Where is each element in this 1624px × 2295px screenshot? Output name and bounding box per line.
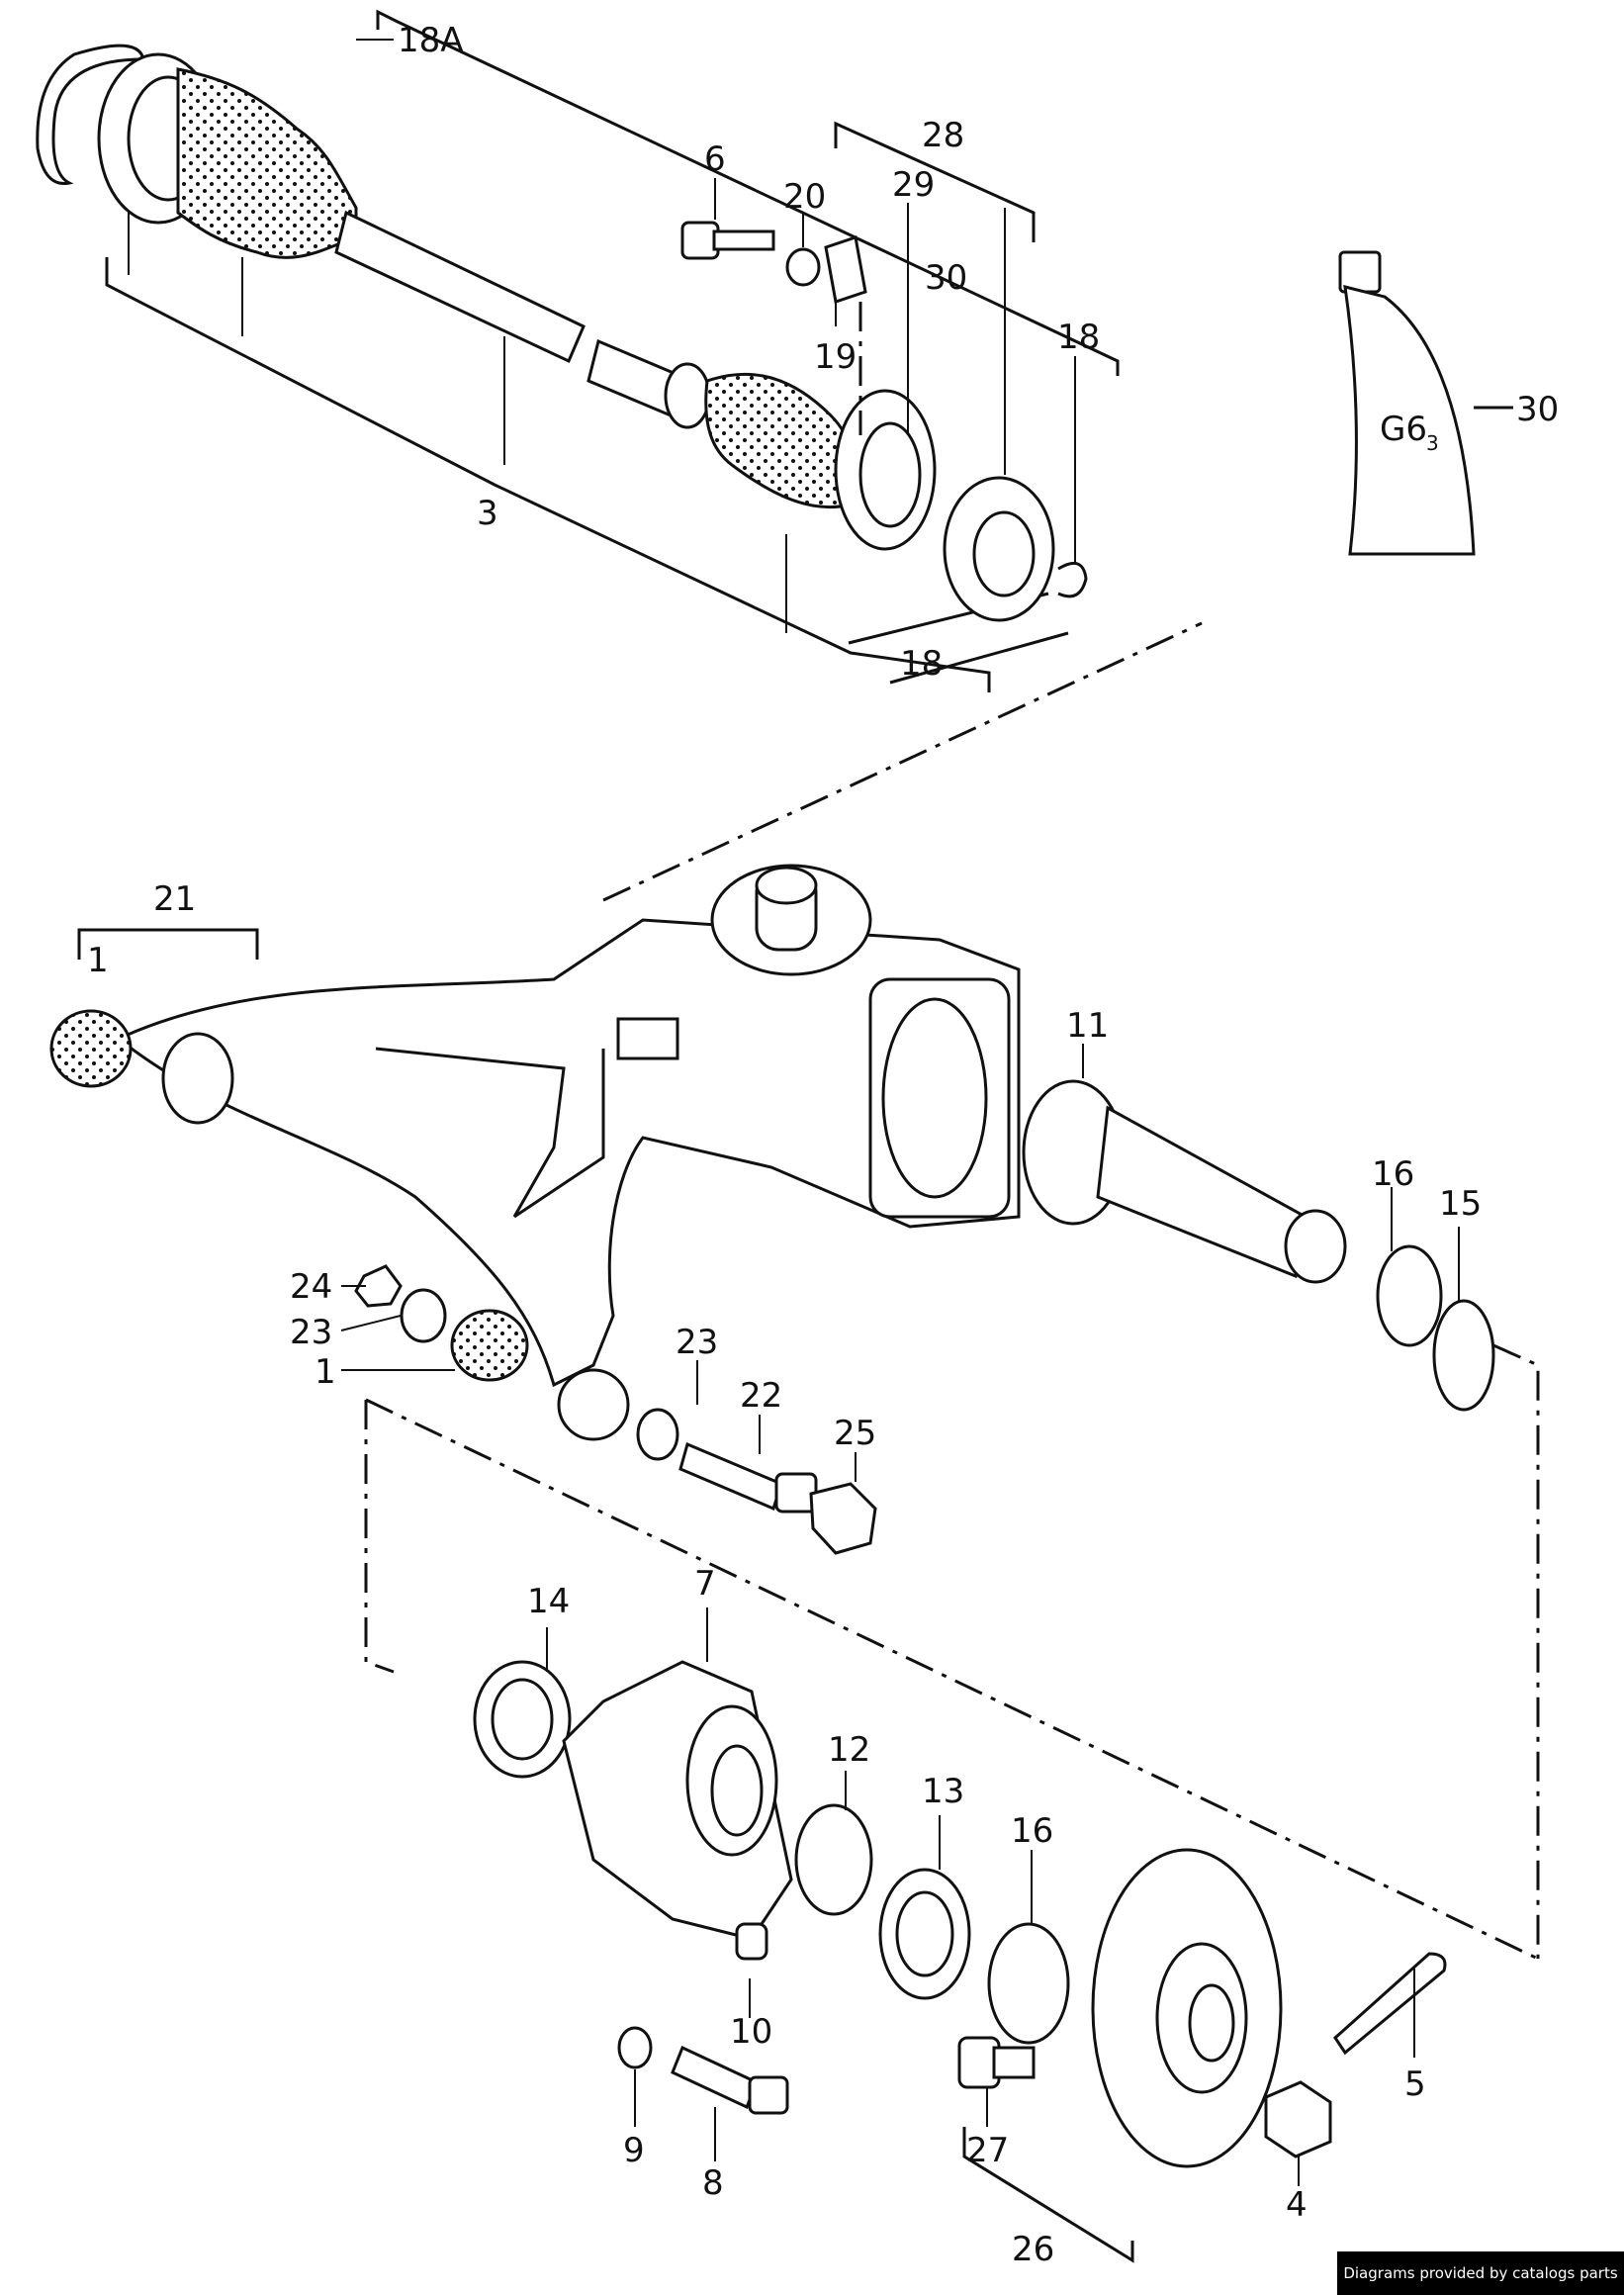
assembly-line-1 — [602, 621, 1203, 902]
label-19: 19 — [814, 337, 857, 377]
inner-boot — [704, 372, 857, 509]
bushing-1-bottom — [450, 1309, 529, 1382]
castle-nut-4 — [1264, 2080, 1332, 2158]
label-15: 15 — [1439, 1184, 1482, 1224]
label-4: 4 — [1286, 2185, 1308, 2225]
label-10: 10 — [730, 2012, 772, 2052]
tube-marking: G6 — [1380, 410, 1427, 449]
label-28: 28 — [922, 116, 964, 155]
bushing-1-top — [49, 1009, 133, 1088]
circlip-18 — [1057, 561, 1088, 598]
label-25: 25 — [834, 1414, 876, 1453]
bolt-6 — [680, 221, 775, 260]
bracket-28 — [834, 121, 1036, 242]
label-24: 24 — [290, 1267, 332, 1307]
label-11: 11 — [1066, 1006, 1109, 1046]
label-18a: 18A — [398, 21, 464, 60]
label-23-left: 23 — [290, 1313, 332, 1352]
bearing-housing-7 — [562, 1660, 793, 1941]
bracket-26 — [962, 2127, 1134, 2263]
assembly-line-3 — [364, 1400, 395, 1674]
label-16-top: 16 — [1372, 1154, 1414, 1194]
label-23-right: 23 — [676, 1323, 718, 1362]
plate-19 — [824, 235, 867, 304]
seal-16-top — [1376, 1244, 1443, 1347]
circlip-15 — [1432, 1299, 1495, 1412]
clamp-ring-18a — [36, 44, 145, 186]
washer-23-right — [636, 1408, 679, 1461]
label-27: 27 — [966, 2131, 1009, 2170]
svg-text:3: 3 — [1426, 431, 1439, 455]
brake-drum-hub-26 — [1091, 1848, 1283, 2168]
label-30-top: 30 — [925, 258, 967, 298]
label-9: 9 — [623, 2131, 645, 2170]
label-22: 22 — [740, 1376, 782, 1416]
label-18-right: 18 — [1057, 318, 1100, 357]
wheel-stud-27 — [957, 2036, 1036, 2089]
cotter-pin-5 — [1333, 1952, 1447, 2056]
washer-9 — [617, 2026, 653, 2069]
label-7: 7 — [694, 1564, 716, 1604]
seal-16-bottom — [987, 1922, 1070, 2045]
drive-shaft — [334, 210, 586, 364]
bolt-22 — [678, 1441, 818, 1514]
label-18-bottom: 18 — [900, 644, 943, 684]
label-3: 3 — [477, 494, 498, 533]
sleeve-10 — [735, 1922, 768, 1961]
cap-nut-25 — [809, 1482, 877, 1555]
outer-boot — [176, 67, 358, 259]
spacer-12 — [794, 1803, 873, 1916]
washer-23-left — [400, 1288, 447, 1343]
label-1-bottom: 1 — [315, 1352, 336, 1392]
label-5: 5 — [1404, 2065, 1426, 2104]
part-labels: 18A 28 29 30 6 20 19 18 18 3 30 21 1 11 … — [87, 21, 1559, 2269]
label-13: 13 — [922, 1772, 964, 1811]
label-16-bottom: 16 — [1011, 1811, 1053, 1851]
stub-axle-11 — [1022, 1079, 1347, 1284]
label-21: 21 — [153, 879, 196, 919]
label-8: 8 — [702, 2163, 724, 2203]
assembly-line-2 — [1492, 1343, 1540, 1959]
nut-24 — [354, 1264, 403, 1308]
label-30-tube: 30 — [1516, 390, 1559, 429]
trailing-arm-21 — [77, 864, 1021, 1441]
grease-tube-30: G6 3 — [1338, 250, 1513, 556]
label-20: 20 — [783, 177, 826, 217]
label-1-top: 1 — [87, 941, 109, 980]
bolt-8 — [671, 2045, 789, 2115]
label-29: 29 — [892, 165, 935, 205]
bracket-21 — [77, 928, 259, 960]
label-26: 26 — [1012, 2230, 1054, 2269]
washer-20 — [785, 247, 821, 287]
leader-lines — [340, 39, 1460, 2186]
label-14: 14 — [527, 1582, 570, 1621]
credit-badge: Diagrams provided by catalogs parts — [1337, 2251, 1624, 2295]
label-12: 12 — [828, 1730, 870, 1770]
label-6: 6 — [704, 139, 726, 179]
drive-shaft-assembly: G6 3 — [36, 9, 1513, 692]
bracket-3 — [105, 257, 991, 692]
bracket-18a — [376, 9, 1120, 376]
